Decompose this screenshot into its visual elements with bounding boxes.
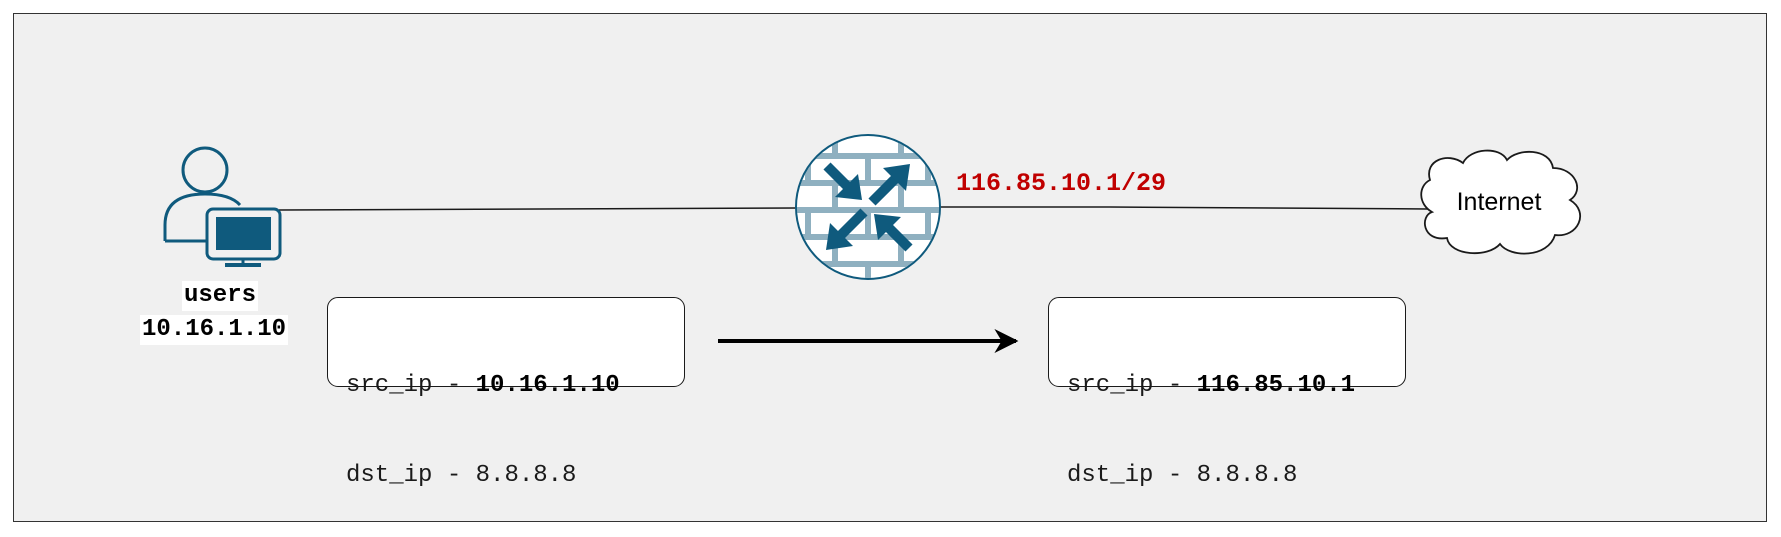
dst-ip-key: dst_ip xyxy=(346,462,433,489)
packet-after-src-row: src_ip - 116.85.10.1 xyxy=(1067,371,1405,401)
link-user-firewall xyxy=(278,207,798,211)
internet-label: Internet xyxy=(1456,188,1542,216)
firewall-nat-icon xyxy=(795,134,941,280)
separator: - xyxy=(1153,462,1197,489)
dst-ip-key: dst_ip xyxy=(1067,462,1154,489)
packet-before-nat: src_ip - 10.16.1.10 dst_ip - 8.8.8.8 xyxy=(327,297,685,489)
user-ip-label: 10.16.1.10 xyxy=(140,315,289,345)
packet-after-dst-row: dst_ip - 8.8.8.8 xyxy=(1067,461,1405,491)
packet-before-src-row: src_ip - 10.16.1.10 xyxy=(346,371,684,401)
dst-ip-value: 8.8.8.8 xyxy=(1196,462,1298,489)
src-ip-key: src_ip xyxy=(1067,372,1154,399)
packet-before-dst-row: dst_ip - 8.8.8.8 xyxy=(346,461,684,491)
src-ip-value: 10.16.1.10 xyxy=(475,372,620,399)
firewall-wan-ip-label: 116.85.10.1/29 xyxy=(956,169,1167,198)
link-firewall-internet xyxy=(939,206,1429,210)
user-workstation-icon xyxy=(163,146,282,267)
separator: - xyxy=(432,462,476,489)
packet-after-nat: src_ip - 116.85.10.1 dst_ip - 8.8.8.8 xyxy=(1048,297,1406,489)
src-ip-value: 116.85.10.1 xyxy=(1196,372,1356,399)
dst-ip-value: 8.8.8.8 xyxy=(475,462,577,489)
separator: - xyxy=(432,372,476,399)
src-ip-key: src_ip xyxy=(346,372,433,399)
separator: - xyxy=(1153,372,1197,399)
internet-cloud-icon xyxy=(1420,149,1582,255)
user-name-label: users xyxy=(182,281,259,311)
